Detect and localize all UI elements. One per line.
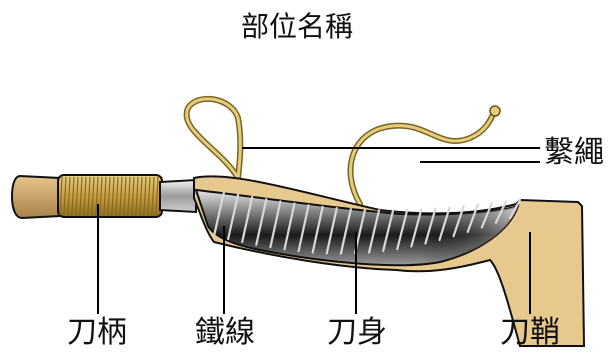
label-handle: 刀柄 (67, 318, 127, 348)
handle-pommel (12, 176, 60, 218)
cord-knot (490, 106, 500, 116)
handle-ferrule (160, 180, 196, 212)
cord-strand (350, 112, 494, 204)
label-blade: 刀身 (327, 318, 387, 348)
label-cord: 繫繩 (544, 138, 604, 168)
label-sheath: 刀鞘 (500, 318, 560, 348)
diagram-title: 部位名稱 (241, 12, 353, 42)
cord-loop (187, 99, 241, 178)
label-wire: 鐵線 (195, 318, 255, 348)
